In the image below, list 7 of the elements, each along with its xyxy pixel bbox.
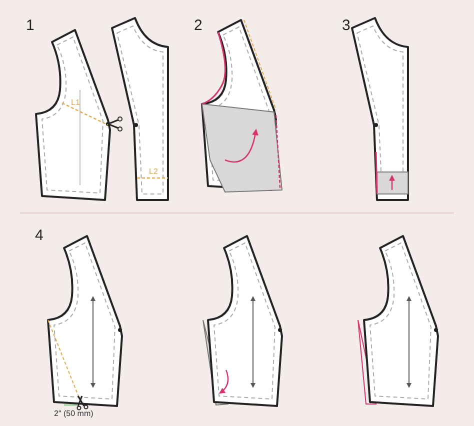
step-number: 3 <box>342 18 350 33</box>
step-number: 2 <box>194 18 202 33</box>
measurement-label: L1 <box>71 99 80 107</box>
step-number: 1 <box>26 18 34 33</box>
step-number: 4 <box>35 228 44 243</box>
measurement-label: 2" (50 mm) <box>54 410 94 418</box>
measurement-label: L2 <box>149 168 158 176</box>
